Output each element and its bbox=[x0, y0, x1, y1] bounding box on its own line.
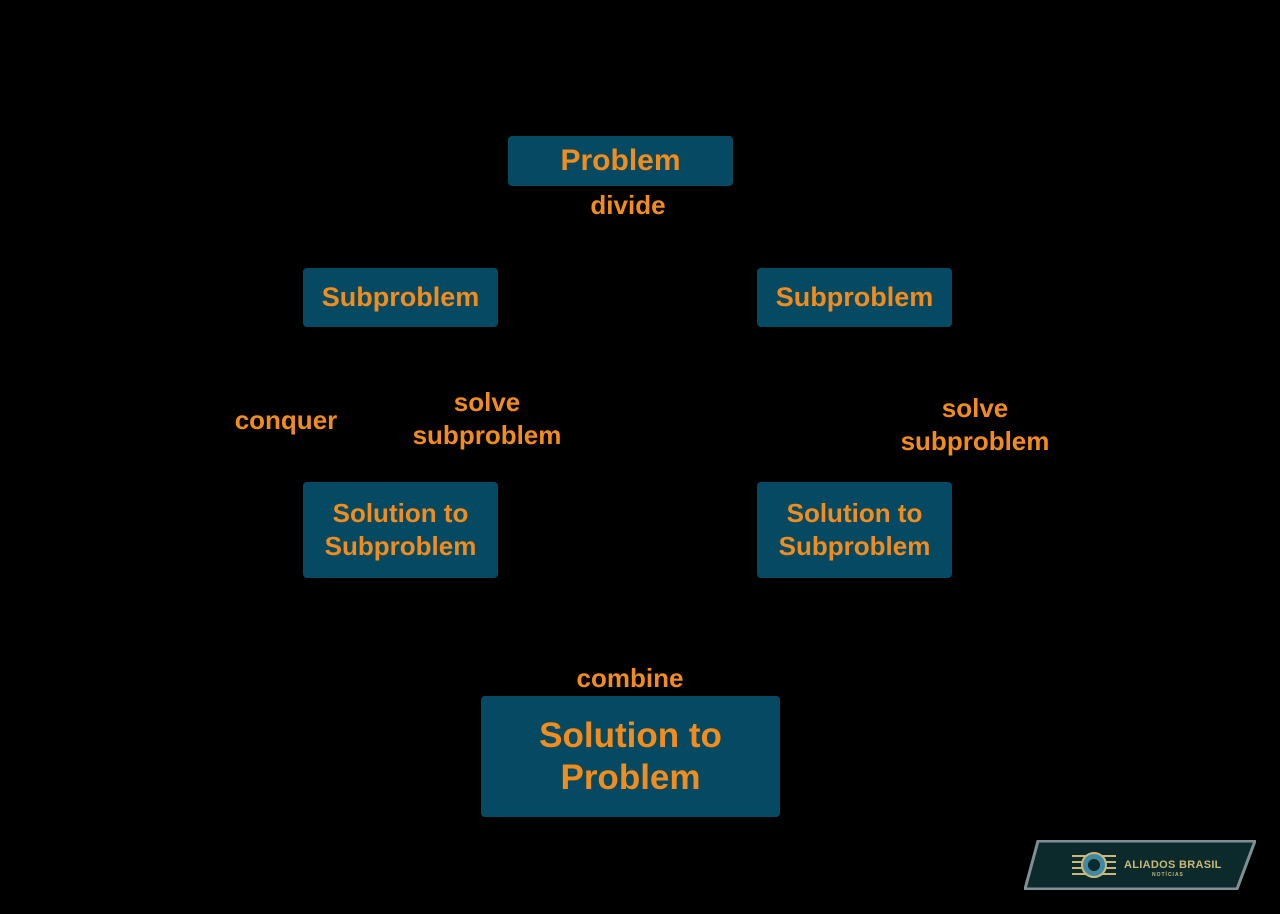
conquer-label: conquer bbox=[234, 405, 338, 435]
solve-left-line2: subproblem bbox=[412, 420, 562, 450]
solution-problem-node: Solution to Problem bbox=[481, 696, 780, 817]
final-line1: Solution to bbox=[539, 715, 722, 755]
solution-subproblem-node-right: Solution to Subproblem bbox=[757, 482, 952, 578]
divide-label: divide bbox=[590, 190, 666, 220]
logo-subtitle: NOTÍCIAS bbox=[1152, 872, 1184, 878]
combine-label: combine bbox=[576, 663, 684, 693]
solve-subproblem-label-right: solve subproblem bbox=[880, 392, 1070, 458]
solve-right-line1: solve bbox=[941, 393, 1009, 423]
solution-right-line1: Solution to bbox=[786, 498, 923, 528]
solve-subproblem-label-left: solve subproblem bbox=[392, 386, 582, 452]
solve-left-line1: solve bbox=[453, 387, 521, 417]
problem-node: Problem bbox=[508, 136, 733, 186]
aliados-brasil-logo: ALIADOS BRASIL NOTÍCIAS bbox=[1024, 840, 1256, 890]
solution-subproblem-node-left: Solution to Subproblem bbox=[303, 482, 498, 578]
logo-frame bbox=[1024, 840, 1256, 890]
solve-right-line2: subproblem bbox=[900, 426, 1050, 456]
logo-name: ALIADOS BRASIL bbox=[1124, 859, 1222, 871]
subproblem-left-label: Subproblem bbox=[321, 282, 480, 312]
final-line2: Problem bbox=[560, 757, 701, 797]
solution-left-line1: Solution to bbox=[332, 498, 469, 528]
solution-right-line2: Subproblem bbox=[778, 531, 931, 561]
subproblem-node-right: Subproblem bbox=[757, 268, 952, 327]
subproblem-right-label: Subproblem bbox=[775, 282, 934, 312]
problem-node-label: Problem bbox=[560, 144, 681, 177]
solution-left-line2: Subproblem bbox=[324, 531, 477, 561]
subproblem-node-left: Subproblem bbox=[303, 268, 498, 327]
